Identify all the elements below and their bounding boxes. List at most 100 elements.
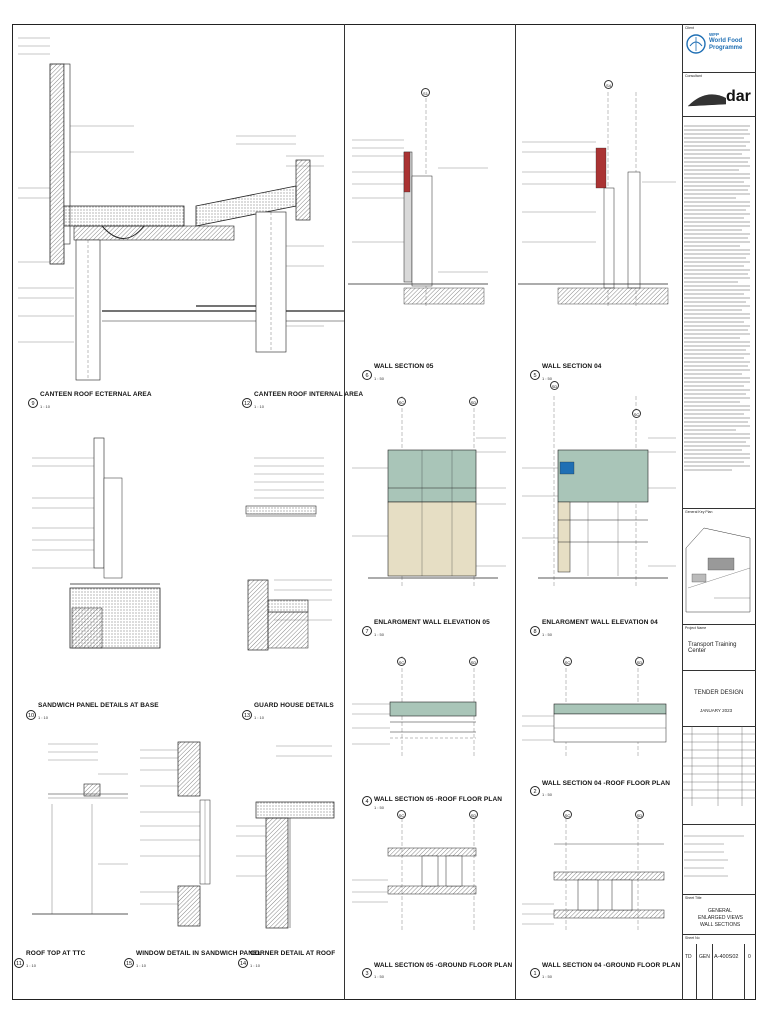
grid-bubble-sd-elev04: SD [550, 381, 559, 390]
client-abbr: WFP [709, 32, 719, 37]
sheet-cell-divider-3 [744, 944, 745, 1000]
section-drawing-wall-04 [518, 92, 676, 307]
grid-bubble-sd-roof04: SD [635, 657, 644, 666]
detail-drawing-roof-top [32, 743, 128, 915]
sheet-cell-divider-1 [696, 944, 697, 1000]
view-number-2: 2 [530, 786, 540, 796]
revision-table [682, 726, 756, 727]
view-scale-8: 1 : 50 [542, 632, 553, 637]
view-number-15: 15 [124, 958, 134, 968]
view-title-13: GUARD HOUSE DETAILS [254, 702, 334, 709]
grid-bubble-sc-elev05: SC [397, 397, 406, 406]
view-number-12: 12 [242, 398, 252, 408]
grid-bubble-sd-roof05: SD [469, 657, 478, 666]
grid-bubble-s1: S1 [421, 88, 430, 97]
view-number-11: 11 [14, 958, 24, 968]
view-scale-7: 1 : 50 [374, 632, 385, 637]
sheet-number: A-400S02 [714, 954, 739, 960]
view-number-10: 10 [26, 710, 36, 720]
elevation-drawing-wall-04 [522, 396, 676, 586]
view-scale-15: 1 : 10 [136, 963, 147, 968]
plan-drawing-wall-04-ground [522, 812, 665, 932]
view-scale-2: 1 : 50 [542, 792, 553, 797]
consultant-box [682, 72, 756, 73]
key-plan-box [682, 508, 756, 509]
grid-bubble-sc-gf04: SC [563, 810, 572, 819]
view-title-3: WALL SECTION 05 -GROUND FLOOR PLAN [374, 962, 513, 969]
detail-drawing-corner-roof [236, 745, 335, 929]
view-title-8: ENLARGMENT WALL ELEVATION 04 [542, 619, 658, 626]
sheet-number-label: Sheet No [685, 936, 700, 940]
view-scale-6: 1 : 50 [374, 376, 385, 381]
wfp-logo-icon [686, 34, 706, 54]
grid-bubble-sd-elev05: SD [469, 397, 478, 406]
view-number-9: 9 [28, 398, 38, 408]
grid-bubble-sc-elev04: SC [632, 409, 641, 418]
discipline-code: TD [685, 954, 692, 960]
key-plan-map [685, 527, 751, 613]
client-name-line2: Programme [709, 45, 743, 51]
grid-bubble-sc-roof05: SC [397, 657, 406, 666]
view-title-7: ENLARGMENT WALL ELEVATION 05 [374, 619, 490, 626]
consultant-label: Consultant [685, 74, 702, 78]
client-label: Client [685, 26, 694, 30]
title-block: Client WFP World Food Programme Consulta… [682, 24, 756, 1000]
sheet-title-line3: WALL SECTIONS [700, 922, 741, 928]
view-title-10: SANDWICH PANEL DETAILS AT BASE [38, 702, 159, 709]
view-number-7: 7 [362, 626, 372, 636]
view-number-13: 13 [242, 710, 252, 720]
detail-drawing-canteen-roof-internal [195, 135, 324, 353]
view-title-6: WALL SECTION 05 [374, 363, 434, 370]
view-number-3: 3 [362, 968, 372, 978]
view-number-1: 1 [530, 968, 540, 978]
issue-date: JANUARY 2023 [700, 708, 733, 713]
sheet-title-line1: GENERAL [708, 908, 732, 914]
status-box [682, 824, 756, 825]
grid-bubble-sc-gf05: SC [397, 810, 406, 819]
sheet-number-box [682, 934, 756, 935]
project-name: Transport Training Center [688, 642, 737, 654]
view-title-5: WALL SECTION 04 [542, 363, 602, 370]
view-number-4: 4 [362, 796, 372, 806]
column-divider-1 [344, 24, 345, 1000]
dar-logo-icon [687, 94, 727, 107]
view-number-8: 8 [530, 626, 540, 636]
view-scale-10: 1 : 10 [38, 715, 49, 720]
view-scale-3: 1 : 50 [374, 974, 385, 979]
view-title-12: CANTEEN ROOF INTERNAL AREA [254, 391, 364, 398]
view-number-14: 14 [238, 958, 248, 968]
project-name-label: Project Name [685, 626, 707, 630]
elevation-drawing-wall-05 [352, 396, 506, 586]
view-scale-9: 1 : 10 [40, 404, 51, 409]
view-title-9: CANTEEN ROOF ECTERNAL AREA [40, 391, 152, 398]
view-scale-14: 1 : 10 [250, 963, 261, 968]
plan-drawing-wall-05-ground [352, 812, 477, 932]
view-title-11: ROOF TOP AT TTC [26, 950, 86, 957]
detail-drawing-canteen-roof-external [18, 37, 344, 381]
client-name-line1: World Food [709, 38, 743, 44]
zone-code: GEN [699, 954, 710, 960]
sheet-title-box [682, 894, 756, 895]
view-title-4: WALL SECTION 05 -ROOF FLOOR PLAN [374, 796, 503, 803]
revision-table-grid [682, 726, 756, 806]
stage-box [682, 670, 756, 671]
column-divider-2 [515, 24, 516, 1000]
view-scale-1: 1 : 50 [542, 974, 553, 979]
sheet-title-label: Sheet Title [685, 896, 702, 900]
view-scale-12: 1 : 10 [254, 404, 265, 409]
view-title-14: CORNER DETAIL AT ROOF [250, 950, 336, 957]
view-number-6: 6 [362, 370, 372, 380]
view-title-1: WALL SECTION 04 -GROUND FLOOR PLAN [542, 962, 681, 969]
grid-bubble-sc-roof04: SC [563, 657, 572, 666]
general-notes-text-block [684, 125, 750, 471]
sheet-cell-divider-2 [712, 944, 713, 1000]
detail-drawing-sandwich-panel-base [32, 437, 161, 649]
grid-bubble-s4: S4 [604, 80, 613, 89]
stage-label: TENDER DESIGN [694, 690, 744, 696]
view-number-5: 5 [530, 370, 540, 380]
view-scale-11: 1 : 10 [26, 963, 37, 968]
sheet-title-line2: ENLARGED VIEWS [698, 915, 744, 921]
revision-number: 0 [748, 954, 751, 960]
drawing-sheet-border [12, 24, 756, 1000]
key-plan-label: General Key Plan [685, 510, 713, 514]
